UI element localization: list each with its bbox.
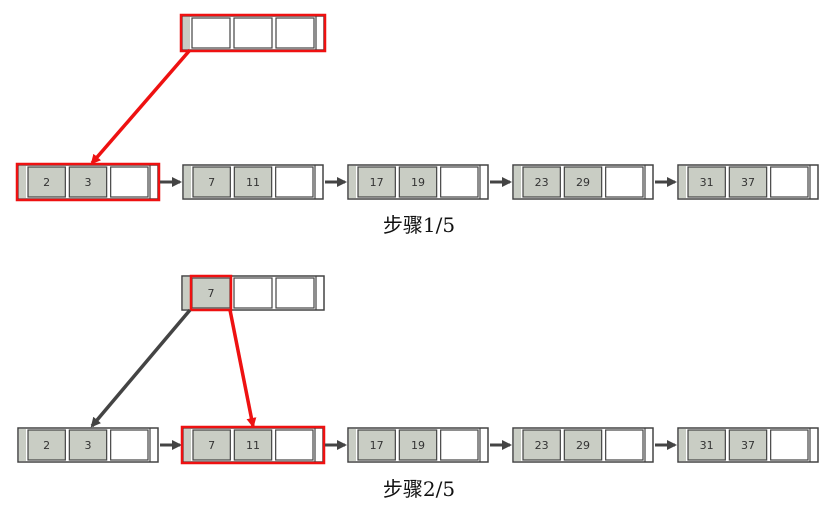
leaf-node-pointer-slot [349,166,356,198]
leaf-node-key-cell [27,166,66,198]
leaf-node-key-cell [357,166,396,198]
child-pointer-arrow [90,48,192,165]
leaf-node-key-cell [398,429,438,461]
leaf-node: 7 11 [180,425,326,465]
leaf-node-key-cell [192,429,231,461]
leaf-node-key-label: 17 [370,439,384,452]
leaf-node-key-cell [522,166,561,198]
leaf-node-key-label: 31 [700,439,714,452]
leaf-node-key-cell [192,166,231,198]
leaf-node-pointer-slot [19,429,26,461]
leaf-node-key-cell [398,166,438,198]
leaf-node-key-cell [563,166,603,198]
root-node-highlight [179,13,327,53]
leaf-node: 23 29 [512,164,654,200]
leaf-node-pointer-slot [679,166,686,198]
child-pointer-arrow [90,308,192,428]
root-node-key-cell [275,17,315,49]
leaf-node-key-label: 19 [411,439,425,452]
leaf-node-key-cell [440,429,479,461]
leaf-node-key-cell [275,166,314,198]
leaf-node-key-label: 11 [246,176,260,189]
root-node [179,13,327,53]
leaf-node-key-label: 7 [208,176,215,189]
leaf-node-key-cell [357,429,396,461]
leaf-node-key-cell [233,429,273,461]
root-node-key-cell [275,277,315,309]
root-node-pointer-slot [183,17,190,49]
leaf-node-pointer-slot [679,429,686,461]
leaf-node-key-cell [68,429,108,461]
leaf-node: 7 11 [182,164,324,200]
leaf-node-pointer-slot [19,166,26,198]
leaf-node-highlight [15,162,161,202]
step-caption: 步骤1/5 [383,213,455,237]
leaf-node-key-label: 2 [43,176,50,189]
leaf-node-key-label: 19 [411,176,425,189]
root-node-pointer-slot [183,277,190,309]
root-node-cell-highlight [189,274,233,312]
leaf-node-key-cell [605,166,644,198]
leaf-node-key-label: 31 [700,176,714,189]
step-caption: 步骤2/5 [383,477,455,501]
leaf-node-key-label: 3 [85,439,92,452]
leaf-node-key-cell [233,166,273,198]
leaf-node: 31 37 [677,427,819,463]
leaf-node-key-cell [770,429,809,461]
leaf-node-key-cell [522,429,561,461]
root-node-key-cell [233,277,273,309]
root-node: 7 [181,274,325,312]
leaf-node-key-cell [687,166,726,198]
leaf-node-key-cell [275,429,314,461]
leaf-node-pointer-slot [514,166,521,198]
leaf-node-key-cell [563,429,603,461]
leaf-node-key-label: 2 [43,439,50,452]
leaf-node-key-cell [770,166,809,198]
leaf-node-key-label: 37 [741,176,755,189]
leaf-node-pointer-slot [514,429,521,461]
child-pointer-arrow [228,309,257,428]
leaf-node-key-label: 11 [246,439,260,452]
leaf-node-pointer-slot [349,429,356,461]
leaf-node: 31 37 [677,164,819,200]
leaf-node-key-label: 3 [85,176,92,189]
leaf-node-key-cell [68,166,108,198]
leaf-node-key-cell [110,429,149,461]
leaf-node-key-label: 7 [208,439,215,452]
leaf-node-key-label: 29 [576,439,590,452]
leaf-node-key-cell [440,166,479,198]
leaf-node-key-label: 29 [576,176,590,189]
leaf-node-key-cell [728,429,768,461]
root-node-key-cell [233,17,273,49]
root-node-key-cell [191,17,231,49]
leaf-node-pointer-slot [184,429,191,461]
leaf-node-key-label: 23 [535,176,549,189]
root-node-key-label: 7 [208,287,215,300]
leaf-node-key-label: 37 [741,439,755,452]
leaf-node-key-cell [728,166,768,198]
leaf-node: 23 29 [512,427,654,463]
leaf-node-key-cell [605,429,644,461]
leaf-node-key-cell [110,166,149,198]
leaf-node-pointer-slot [184,166,191,198]
leaf-node-key-label: 17 [370,176,384,189]
leaf-node-key-label: 23 [535,439,549,452]
leaf-node-key-cell [27,429,66,461]
leaf-node-key-cell [687,429,726,461]
